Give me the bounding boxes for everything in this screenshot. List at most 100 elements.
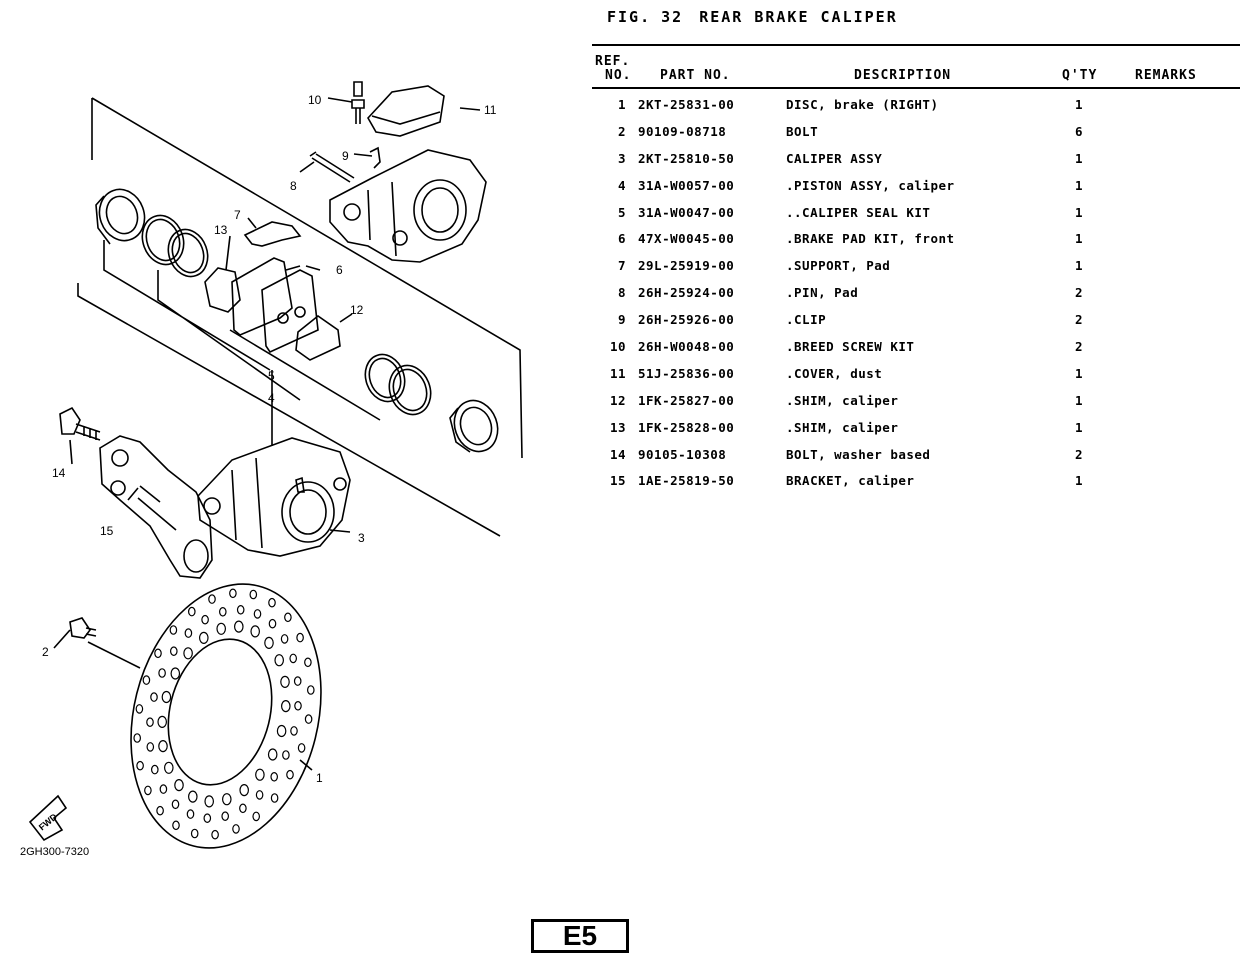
disc-hole [289,653,298,664]
disc-hole [236,604,245,615]
disc-hole [264,636,274,650]
disc-hole [142,675,151,685]
disc-hole [169,625,178,635]
shim-12 [295,315,341,361]
disc-hole [157,715,167,729]
exploded-diagram: 10 11 9 8 7 13 6 12 5 4 14 15 3 2 1 FWD [28,81,523,849]
pad-pin [309,151,355,183]
disc-hole [184,628,193,638]
disc-hole [221,811,230,821]
description-cell: .CLIP [786,312,827,328]
disc-hole [252,811,261,822]
brake-pads [231,257,319,354]
ref-cell: 13 [609,419,626,435]
callout-4: 4 [268,391,275,405]
description-cell: .SHIM, caliper [786,419,899,435]
diagram-drawing [28,81,523,849]
ref-cell: 3 [617,150,626,166]
disc-hole [286,769,294,780]
remarks-cell [1094,387,1214,414]
disc-hole [144,785,152,796]
shim-13 [204,267,241,313]
disc-hole [282,750,290,760]
remarks-cell [1094,441,1214,468]
col-part-no: PART NO. [660,68,731,83]
piston-left [95,188,146,245]
disc-hole [208,594,216,604]
description-cell: BRACKET, caliper [786,473,915,489]
description-cell: .PIN, Pad [786,285,859,301]
remarks-cell [1094,414,1214,441]
disc-hole [250,625,260,638]
part-no-cell: 31A-W0047-00 [638,204,735,220]
callout-3: 3 [358,531,365,545]
disc-hole [276,724,287,738]
callout-6: 6 [336,263,343,277]
header-rule-bottom [592,87,1240,89]
qty-cell: 1 [1074,419,1084,435]
ref-cell: 15 [609,473,626,489]
disc-hole [174,778,184,792]
disc-hole [306,685,315,695]
col-ref-line2: NO. [605,68,632,83]
guide-lines-inner [103,240,381,421]
qty-cell: 1 [1074,204,1084,220]
table-row: 13 1FK-25828-00 .SHIM, caliper 1 [592,414,1214,441]
qty-cell: 1 [1074,473,1084,489]
disc-hole [239,783,249,797]
disc-bolt [69,617,97,639]
disc-hole [150,692,158,702]
callout-2: 2 [42,645,49,659]
ref-cell: 6 [617,231,626,247]
disc-hole [216,622,226,635]
part-no-cell: 90105-10308 [638,446,727,462]
piston-right [449,399,499,453]
col-remarks: REMARKS [1135,68,1197,83]
ref-cell: 12 [609,392,626,408]
ref-cell: 4 [617,177,626,193]
disc-hole [268,618,277,629]
figure-label: FIG. [607,8,652,26]
disc-hole [133,733,142,743]
description-cell: .SUPPORT, Pad [786,258,891,274]
callout-7: 7 [234,208,241,222]
qty-cell: 1 [1074,231,1084,247]
disc-hole [158,739,168,753]
remarks-cell [1094,199,1214,226]
callout-5: 5 [268,369,275,383]
callout-leaders [53,97,481,771]
disc-hole [249,589,258,600]
disc-hole [158,668,166,678]
part-no-cell: 26H-W0048-00 [638,338,735,354]
description-cell: BOLT, washer based [786,446,931,462]
disc-hole [267,748,278,761]
callout-13: 13 [214,223,228,237]
disc-hole [304,657,312,668]
remarks-cell [1094,172,1214,199]
disc-hole [280,675,290,689]
callout-14: 14 [52,466,66,480]
disc-hole [136,760,144,771]
disc-hole [172,820,180,831]
bracket-bolt [59,406,101,441]
disc-hole [164,761,174,774]
disc-holes [133,588,315,840]
part-no-cell: 1FK-25828-00 [638,419,735,435]
caliper-upper [329,149,487,263]
part-no-cell: 31A-W0057-00 [638,177,735,193]
disc-hole [253,609,262,619]
ref-cell: 9 [617,312,626,328]
ref-cell: 8 [617,285,626,301]
disc-hole [203,813,212,823]
disc-hole [294,700,302,711]
part-no-cell: 29L-25919-00 [638,258,735,274]
description-cell: .COVER, dust [786,365,883,381]
part-no-cell: 26H-25926-00 [638,312,735,328]
